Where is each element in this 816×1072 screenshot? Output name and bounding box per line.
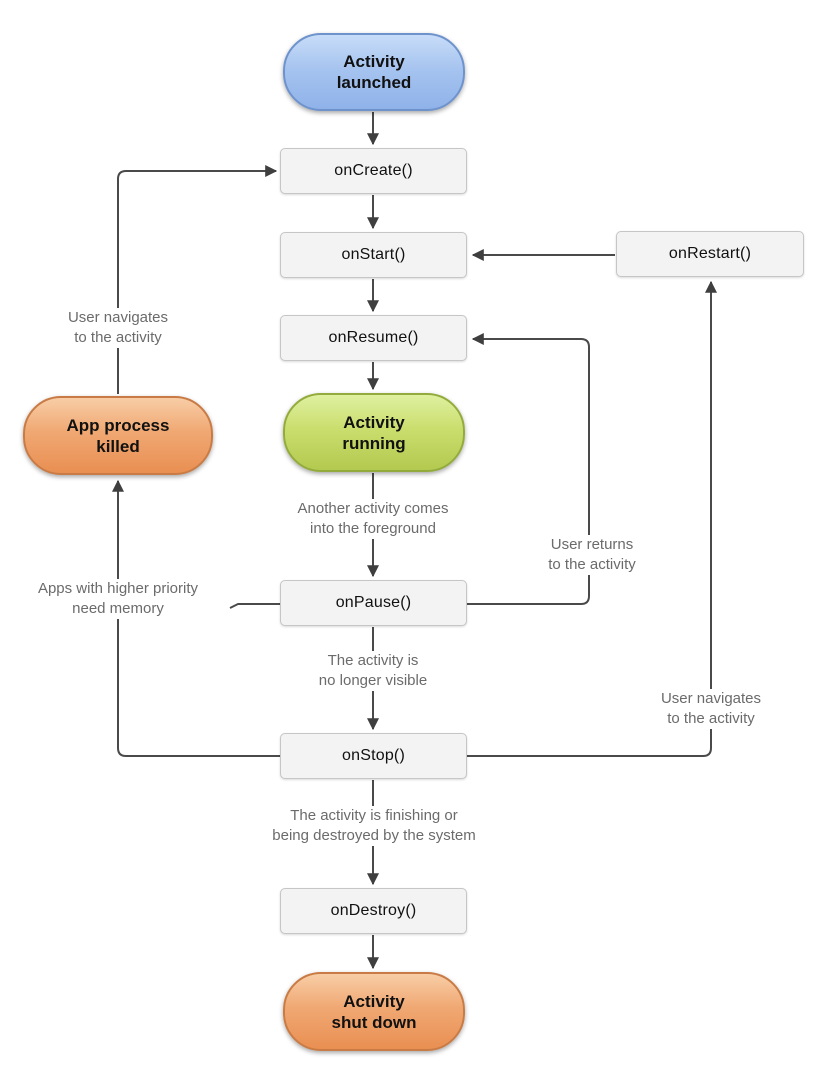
- node-onrestart: onRestart(): [616, 231, 804, 277]
- arrow-onstop-to-app-killed: [112, 479, 280, 757]
- edge-label-activity-no-longer-visible: The activity is no longer visible: [263, 651, 483, 691]
- node-ondestroy: onDestroy(): [280, 888, 467, 934]
- edge-label-user-navigates-left: User navigates to the activity: [8, 308, 228, 348]
- edge-label-apps-higher-priority: Apps with higher priority need memory: [8, 579, 228, 619]
- edge-label-another-activity-foreground: Another activity comes into the foregrou…: [263, 499, 483, 539]
- edge-label-user-returns: User returns to the activity: [482, 535, 702, 575]
- line-onpause-to-apps-priority: [229, 603, 280, 609]
- arrow-onpause-to-onresume-user-returns: [467, 333, 590, 605]
- arrow-onstop-to-onrestart: [467, 280, 717, 757]
- arrow-app-killed-to-oncreate: [117, 165, 278, 394]
- node-activity-shut-down: Activity shut down: [283, 972, 465, 1051]
- node-activity-launched: Activity launched: [283, 33, 465, 111]
- node-oncreate: onCreate(): [280, 148, 467, 194]
- node-onresume: onResume(): [280, 315, 467, 361]
- node-onstop: onStop(): [280, 733, 467, 779]
- node-onstart: onStart(): [280, 232, 467, 278]
- edge-label-user-navigates-right: User navigates to the activity: [601, 689, 816, 729]
- node-onpause: onPause(): [280, 580, 467, 626]
- node-app-process-killed: App process killed: [23, 396, 213, 475]
- node-activity-running: Activity running: [283, 393, 465, 472]
- edge-label-activity-finishing: The activity is finishing or being destr…: [263, 806, 485, 846]
